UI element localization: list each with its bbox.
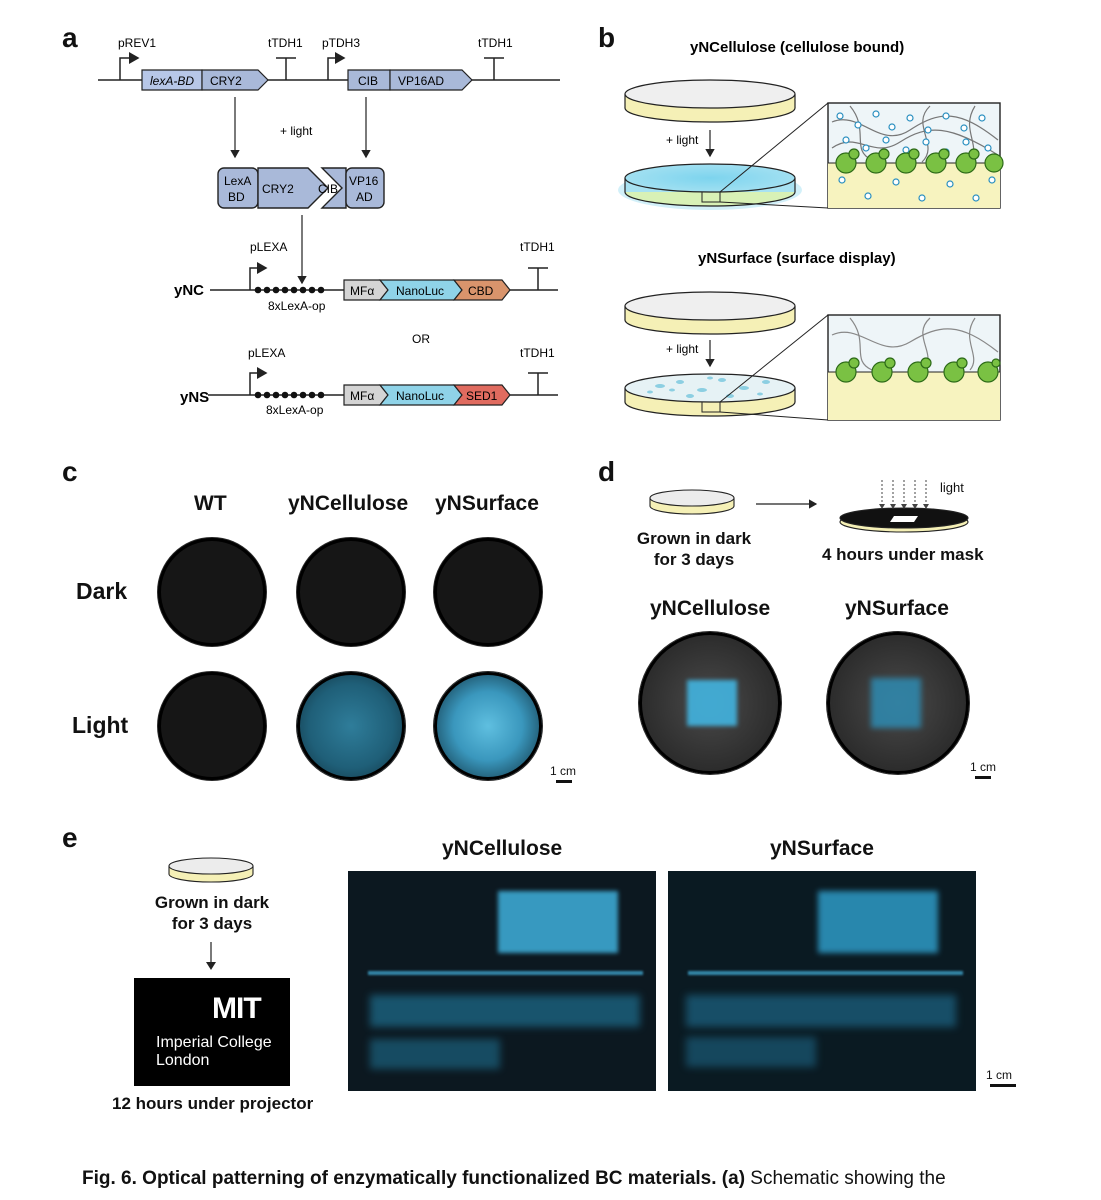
e-photo-yns bbox=[668, 871, 976, 1091]
zoom-box-surface bbox=[827, 314, 1001, 421]
d-scale-label: 1 cm bbox=[970, 760, 997, 774]
or-label: OR bbox=[412, 332, 430, 346]
d-schematic bbox=[649, 480, 969, 533]
yNS-label: yNS bbox=[180, 389, 209, 406]
e-grown-label: Grown in dark for 3 days bbox=[154, 893, 270, 933]
complex-lexA-text: LexA bbox=[224, 174, 251, 188]
d-ync-glow-square bbox=[687, 680, 737, 726]
lexA-operator-dots-1 bbox=[254, 286, 325, 294]
lexA-BD-part: lexA-BD bbox=[150, 74, 194, 88]
projector-logo-image: MIT Imperial College London bbox=[134, 978, 290, 1086]
e-yns-mit-glow bbox=[818, 891, 938, 953]
figure-caption: Fig. 6. Optical patterning of enzymatica… bbox=[82, 1166, 1042, 1192]
c-row-light: Light bbox=[72, 712, 129, 738]
CBD-part: CBD bbox=[468, 284, 494, 298]
e-ync-mit-glow bbox=[498, 891, 618, 953]
petri-dish-glow-1 bbox=[618, 163, 802, 210]
d-col-yns: yNSurface bbox=[845, 597, 949, 620]
d-grown-label: Grown in dark for 3 days bbox=[636, 529, 752, 569]
zoom-box-cellulose bbox=[827, 102, 1004, 209]
e-yns-london-glow bbox=[686, 1037, 816, 1067]
b-title-surface: yNSurface (surface display) bbox=[698, 250, 896, 267]
e-scale-bar bbox=[990, 1084, 1016, 1087]
complex-VP16-text: VP16 bbox=[349, 174, 379, 188]
dish-wt-dark bbox=[158, 538, 266, 646]
e-ync-imperial-glow bbox=[370, 995, 640, 1027]
panel-label-d: d bbox=[598, 456, 616, 487]
MFa-part-2: MFα bbox=[350, 389, 374, 403]
dish-d-yns bbox=[827, 632, 969, 774]
plus-light-label-a: + light bbox=[280, 124, 313, 138]
petri-dish-top-1 bbox=[624, 79, 796, 123]
e-col-ync: yNCellulose bbox=[442, 837, 563, 860]
pREV1-label: pREV1 bbox=[118, 36, 156, 50]
b-title-cellulose: yNCellulose (cellulose bound) bbox=[690, 39, 904, 56]
tTDH1-label-3: tTDH1 bbox=[520, 240, 555, 254]
panel-label-c: c bbox=[62, 456, 78, 487]
d-mask-label: 4 hours under mask bbox=[822, 545, 984, 564]
e-photo-ync bbox=[348, 871, 656, 1091]
c-scale-label: 1 cm bbox=[550, 764, 577, 778]
op-label-2: 8xLexA-op bbox=[266, 403, 324, 417]
dish-yns-dark bbox=[434, 538, 542, 646]
NanoLuc-part-1: NanoLuc bbox=[396, 284, 444, 298]
e-projector-label: 12 hours under projector bbox=[112, 1094, 314, 1113]
dish-wt-light bbox=[158, 672, 266, 780]
d-scale-bar bbox=[975, 776, 991, 779]
imperial-line2: London bbox=[156, 1052, 210, 1069]
e-yns-line-glow bbox=[688, 971, 963, 975]
b-light-2: + light bbox=[666, 342, 699, 356]
c-row-dark: Dark bbox=[76, 578, 128, 604]
c-col-yns: yNSurface bbox=[435, 492, 539, 515]
pLEXA-label-2: pLEXA bbox=[248, 346, 285, 360]
dish-ync-light bbox=[297, 672, 405, 780]
panel-label-a: a bbox=[62, 22, 78, 53]
tTDH1-label-4: tTDH1 bbox=[520, 346, 555, 360]
op-label-1: 8xLexA-op bbox=[268, 299, 326, 313]
petri-dish-top-2 bbox=[624, 291, 796, 335]
imperial-line1: Imperial College bbox=[156, 1034, 272, 1051]
petri-dish-speckled-2 bbox=[624, 373, 796, 417]
d-yns-glow-square bbox=[871, 678, 921, 728]
e-scale-label: 1 cm bbox=[986, 1068, 1013, 1082]
e-dish bbox=[168, 857, 254, 883]
complex-CIB-text: CIB bbox=[318, 182, 338, 196]
e-yns-imperial-glow bbox=[686, 995, 956, 1027]
e-ync-line-glow bbox=[368, 971, 643, 975]
b-light-1: + light bbox=[666, 133, 699, 147]
display-schematic: yNCellulose (cellulose bound) + light bbox=[618, 39, 1004, 421]
caption-bold: Fig. 6. Optical patterning of enzymatica… bbox=[82, 1168, 746, 1189]
caption-rest: Schematic showing the bbox=[745, 1168, 946, 1189]
panel-label-b: b bbox=[598, 22, 616, 53]
dish-ync-dark bbox=[297, 538, 405, 646]
complex-AD-text: AD bbox=[356, 190, 373, 204]
SED1-part: SED1 bbox=[466, 389, 498, 403]
NanoLuc-part-2: NanoLuc bbox=[396, 389, 444, 403]
e-down-arrow bbox=[206, 942, 216, 970]
genetic-circuit-diagram: pREV1 lexA-BD CRY2 tTDH1 pTDH3 CIB VP16A… bbox=[98, 36, 560, 417]
tTDH1-label-1: tTDH1 bbox=[268, 36, 303, 50]
dish-d-ync bbox=[639, 632, 781, 774]
lexA-operator-dots-2 bbox=[254, 391, 325, 399]
c-col-wt: WT bbox=[194, 492, 227, 515]
mit-logo-text: MIT bbox=[212, 992, 262, 1025]
yNC-label: yNC bbox=[174, 282, 204, 299]
e-ync-london-glow bbox=[370, 1039, 500, 1069]
tTDH1-label-2: tTDH1 bbox=[478, 36, 513, 50]
CIB-part: CIB bbox=[358, 74, 378, 88]
pTDH3-label: pTDH3 bbox=[322, 36, 360, 50]
CRY2-part: CRY2 bbox=[210, 74, 242, 88]
d-light-label: light bbox=[940, 480, 964, 495]
complex-CRY2-text: CRY2 bbox=[262, 182, 294, 196]
complex-BD-text: BD bbox=[228, 190, 245, 204]
pLEXA-label-1: pLEXA bbox=[250, 240, 287, 254]
dish-yns-light bbox=[434, 672, 542, 780]
MFa-part-1: MFα bbox=[350, 284, 374, 298]
d-col-ync: yNCellulose bbox=[650, 597, 771, 620]
panel-label-e: e bbox=[62, 822, 78, 853]
c-scale-bar bbox=[556, 780, 572, 783]
c-col-ync: yNCellulose bbox=[288, 492, 409, 515]
VP16AD-part: VP16AD bbox=[398, 74, 444, 88]
e-col-yns: yNSurface bbox=[770, 837, 874, 860]
